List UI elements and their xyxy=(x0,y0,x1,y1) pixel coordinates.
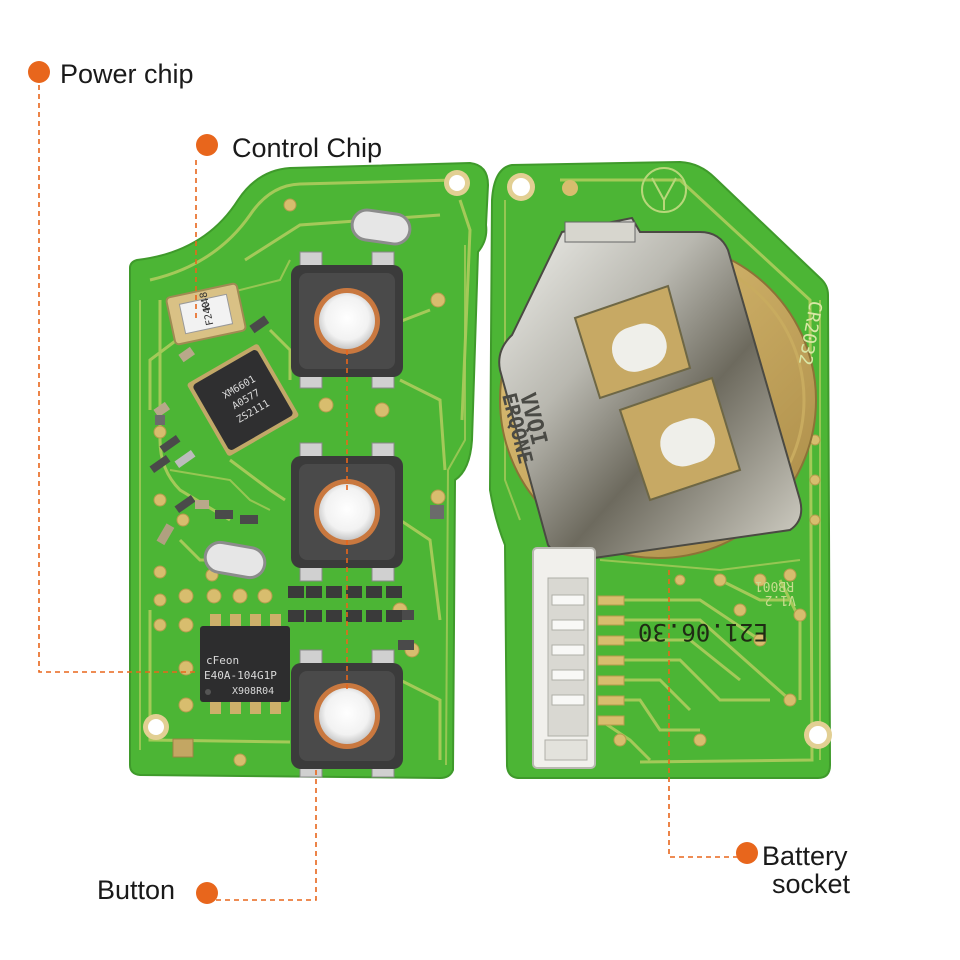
power-chip: cFeon E40A-104G1P X908R04 xyxy=(200,614,290,714)
tactile-button-bottom xyxy=(291,649,403,778)
callout-label-battery-line2: socket xyxy=(772,869,851,899)
callout-label-battery-line1: Battery xyxy=(762,841,848,871)
leader-line-power-chip xyxy=(38,85,195,673)
pin-header-connector xyxy=(532,547,625,769)
callout-dot-control-chip xyxy=(196,134,218,156)
callout-label-power-chip: Power chip xyxy=(60,59,194,89)
tactile-button-middle xyxy=(291,442,403,582)
tactile-button-top xyxy=(291,251,403,389)
callout-label-button: Button xyxy=(97,875,176,905)
callout-dot-battery-socket xyxy=(736,842,758,864)
power-chip-marking-line3: X908R04 xyxy=(232,686,274,697)
board-code-line1: RB001 xyxy=(755,578,794,593)
power-chip-marking-line1: cFeon xyxy=(206,654,239,667)
control-chip: XM6601 A0577 ZS2111 xyxy=(187,344,299,456)
callout-dot-power-chip xyxy=(28,61,50,83)
power-chip-marking-line2: E40A-104G1P xyxy=(204,669,277,682)
crystal-component: F240 K48 xyxy=(165,282,247,346)
date-code: E21.06.30 xyxy=(638,618,768,646)
callout-label-control-chip: Control Chip xyxy=(232,133,383,163)
crystal-marking-line1: F240 xyxy=(201,301,217,327)
brand-logo-icon xyxy=(641,167,687,213)
callout-dot-button xyxy=(196,882,218,904)
left-pcb-board: F240 K48 XM6601 A0577 ZS2111 cFeon E40 xyxy=(129,161,490,780)
right-pcb-board: CR2032 VVQI ERQONE xyxy=(488,160,832,779)
leader-line-button xyxy=(216,770,317,901)
crystal-marking-line2: K48 xyxy=(198,291,213,311)
board-code-line2: V1.2 xyxy=(765,592,796,607)
leader-line-battery-socket xyxy=(668,570,738,858)
